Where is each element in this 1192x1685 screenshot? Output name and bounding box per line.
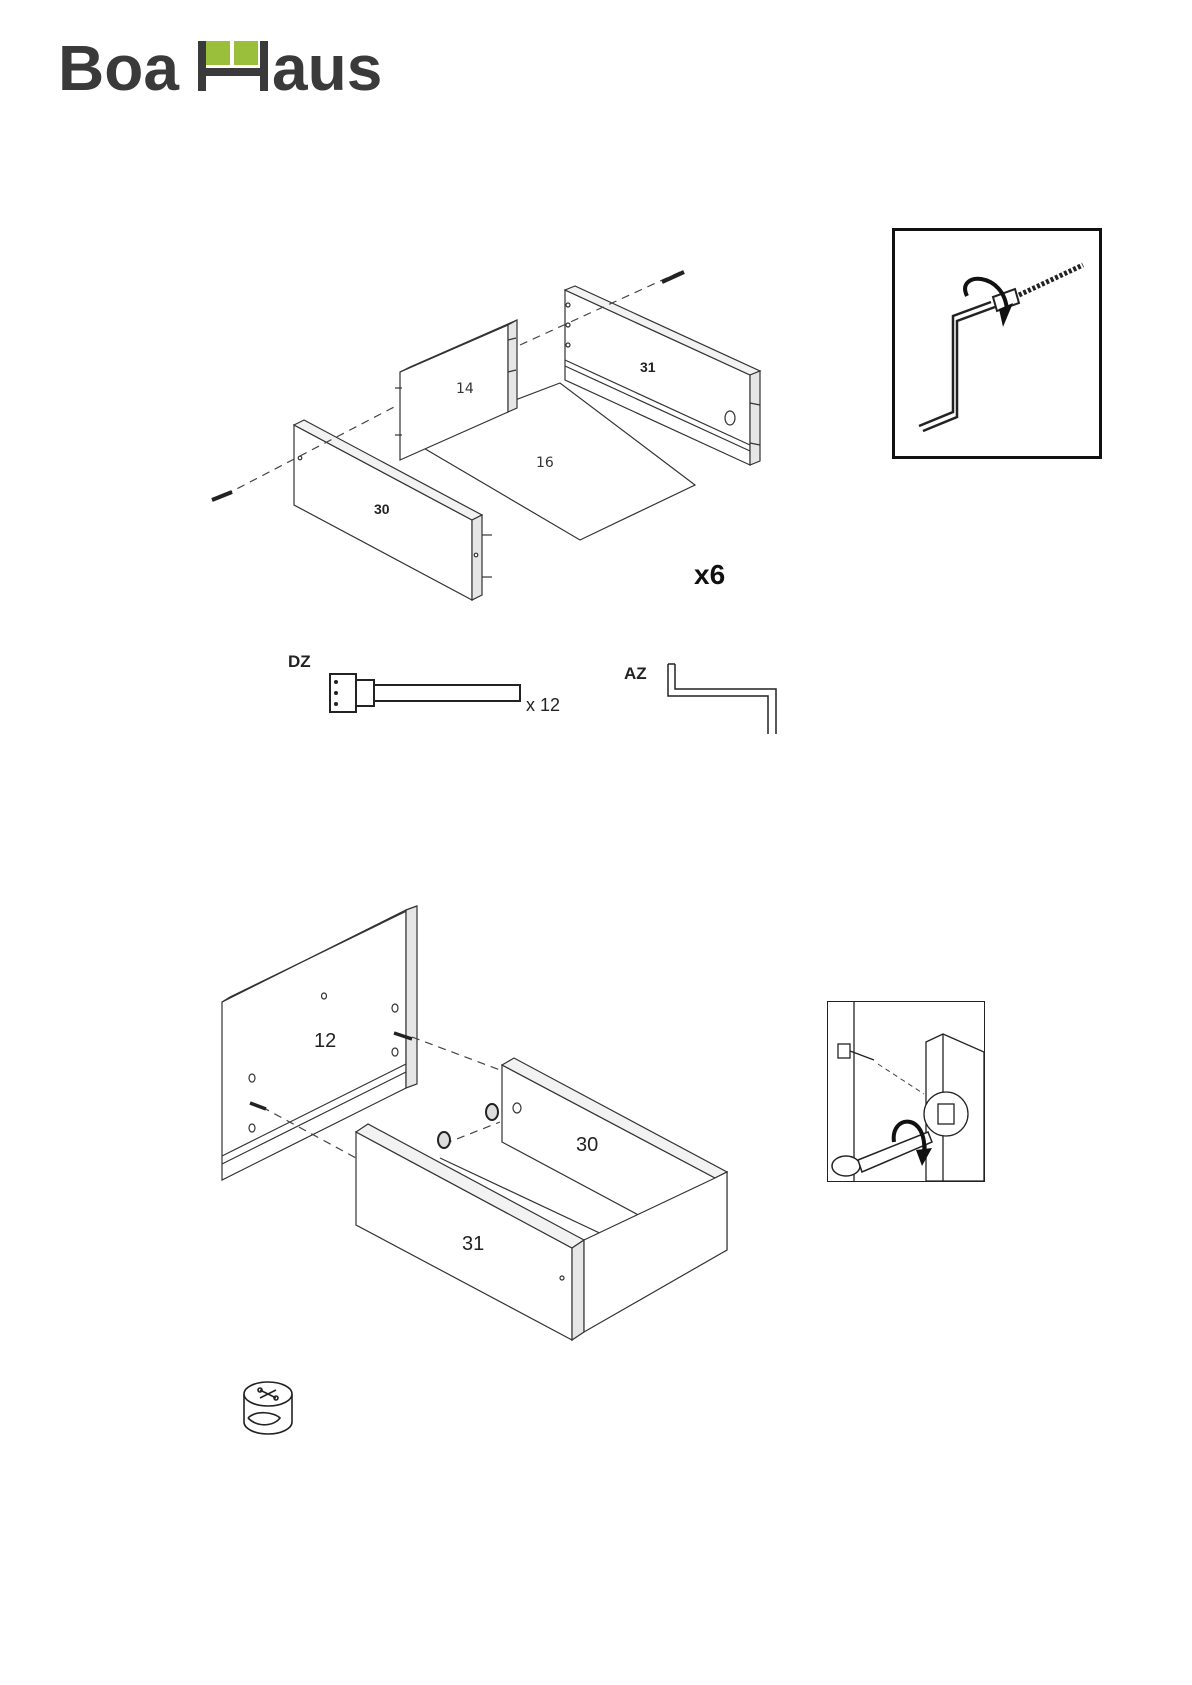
label-panel-30: 30 (576, 1134, 598, 1156)
detail-box-dowel (892, 228, 1102, 459)
label-panel-31: 31 (640, 359, 656, 375)
part-dz-label: DZ (288, 652, 311, 671)
allen-key-az (668, 664, 776, 734)
part-dz-qty: x 12 (526, 695, 560, 715)
cam-lock-icon (240, 1378, 296, 1438)
part-az-label: AZ (624, 664, 647, 683)
label-panel-12: 12 (314, 1030, 336, 1052)
label-panel-31: 31 (462, 1233, 484, 1255)
hardware-parts: DZ x 12 AZ (0, 640, 1192, 760)
step2-diagram: 12 30 31 (0, 900, 1192, 1420)
cam-lock-graphic (240, 1378, 296, 1438)
detail-box-cam (827, 1001, 985, 1182)
multiplier-label: x6 (694, 559, 725, 590)
label-panel-30: 30 (374, 501, 390, 517)
label-panel-16: 16 (536, 455, 554, 471)
screwdriver-icon (828, 1002, 984, 1181)
dowel-screw-dz (330, 674, 520, 712)
allen-key-icon (895, 231, 1099, 456)
label-panel-14: 14 (456, 381, 474, 397)
